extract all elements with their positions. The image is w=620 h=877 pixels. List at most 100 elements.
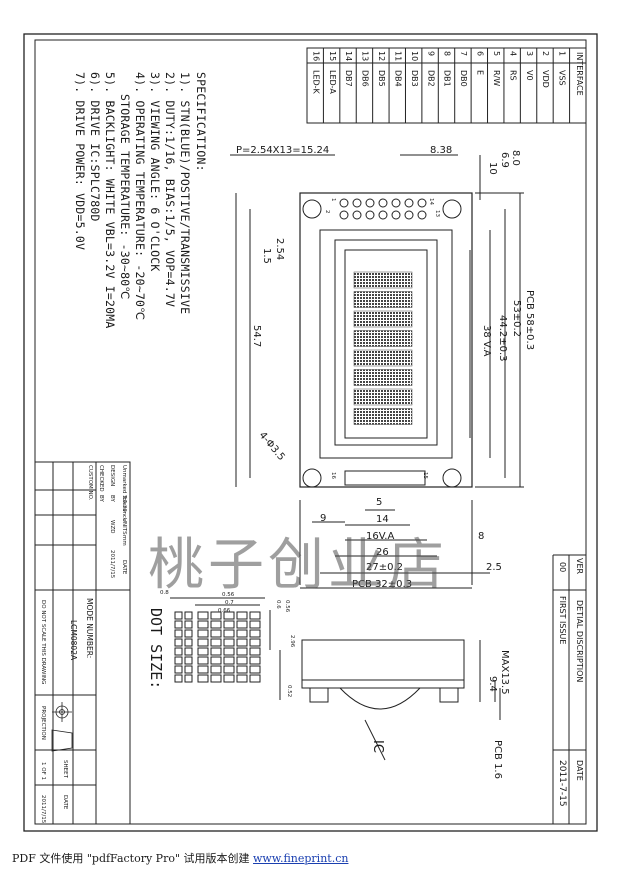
dim-38va: 38 V.A — [481, 325, 492, 357]
pin-number: 13 — [360, 51, 370, 62]
pin-number: 2 — [541, 51, 551, 57]
rev-col-desc: DETIAL DISCRIPTION — [575, 600, 584, 683]
pin-number: 14 — [344, 51, 354, 62]
pin-name: DB3 — [409, 70, 419, 87]
footer-link[interactable]: www.fineprint.cn — [253, 852, 349, 865]
pin-number: 9 — [426, 51, 436, 57]
watermark-text: 桃子创业店 — [148, 533, 448, 598]
dim-pcb32: PCB 32±0.3 — [352, 579, 413, 590]
pin-number: 8 — [442, 51, 452, 57]
spec-line: STORAGE TEMPERATURE: -30~80℃ — [118, 94, 132, 300]
tb-sheet: 1 OF 1 — [40, 762, 46, 780]
dim-max135: MAX13.5 — [499, 650, 510, 695]
pin-number: 10 — [409, 51, 419, 62]
pin-name: DB2 — [426, 70, 436, 87]
pin-16-label: 16 — [330, 472, 336, 479]
dim-pcb58: PCB 58±0.3 — [524, 290, 535, 351]
spec-line: 4). OPERATING TEMPERATURE: -20~70℃ — [133, 72, 147, 321]
tb-units: mm — [121, 535, 127, 546]
pin-name: DB6 — [360, 70, 370, 87]
tb-date2-label: DATE — [62, 795, 68, 810]
pdf-footer: PDF 文件使用 "pdfFactory Pro" 试用版本创建 www.fin… — [12, 850, 348, 866]
tb-custom-label: CUSTOM NO. — [87, 465, 93, 501]
rev-col-ver: VER — [575, 558, 584, 575]
pin-1-label: 1 — [330, 198, 336, 202]
pin-name: E — [475, 70, 485, 76]
pin-15-label: 15 — [422, 472, 428, 479]
dim-80: 8.0 — [510, 150, 521, 166]
dim-10: 10 — [487, 162, 498, 175]
dim-838: 8.38 — [430, 145, 453, 156]
pin-name: LED-K — [311, 70, 321, 94]
tb-note: DO NOT SCALE THIS DRAWING — [40, 600, 46, 685]
dot-296: 2.96 — [289, 635, 295, 648]
pin-number: 15 — [327, 51, 337, 62]
rev-ver: 00 — [558, 562, 567, 573]
pin-13-label: 13 — [434, 210, 440, 217]
interface-header: INTERFACE — [575, 52, 584, 96]
spec-line: 1). STN(BLUE)/POSTIVE/TRANSMISSIVE — [178, 72, 192, 315]
dim-25: 2.5 — [486, 562, 502, 573]
dim-8: 8 — [478, 531, 485, 542]
tb-design-date: 2011/7/15 — [109, 550, 115, 579]
dim-547: 54.7 — [251, 325, 262, 348]
rev-desc: FIRST ISSUE — [558, 596, 567, 645]
dim-16va: 16V.A — [366, 531, 395, 542]
pin-name: DB0 — [459, 70, 469, 87]
pin-name: LED-A — [327, 70, 337, 94]
dot-052: 0.52 — [286, 685, 292, 698]
pin-2-label: 2 — [324, 210, 330, 214]
spec-title: SPECIFICATION: — [194, 72, 208, 172]
tb-sheet-label: SHEET — [62, 760, 68, 778]
spec-line: 2). DUTY:1/16, BIAS:1/5, VOP=4.7V — [163, 72, 177, 308]
dim-254: 2.54 — [274, 238, 285, 261]
pin-number: 1 — [557, 51, 567, 57]
pin-name: DB1 — [442, 70, 452, 87]
dot-size-label: DOT SIZE: — [147, 608, 165, 690]
tb-model: LCM0802A — [69, 620, 78, 661]
tb-units-label: UNITS — [121, 518, 127, 535]
spec-line: 5). BACKLIGHT: WHITE VBL=3.2V I=20MA — [103, 72, 117, 329]
tb-checked-by: BY — [98, 495, 104, 502]
spec-line: 3). VIEWING ANGLE: 6 O'CLOCK — [148, 72, 162, 272]
pin-number: 11 — [393, 51, 403, 62]
tb-model-label: MODE NUMBER: — [85, 598, 94, 659]
dim-pitch: P=2.54X13=15.24 — [236, 145, 330, 156]
dot-08: 0.8 — [160, 590, 169, 596]
dot-07: 0.7 — [225, 600, 234, 606]
dim-14: 14 — [376, 514, 389, 525]
pin-number: 6 — [475, 51, 485, 57]
tb-date-label: DATE — [121, 560, 127, 575]
dim-53: 53±0.2 — [511, 300, 522, 338]
pin-number: 7 — [459, 51, 469, 57]
dim-27: 27±0.2 — [366, 562, 404, 573]
dim-9: 9 — [320, 513, 327, 524]
ic-label: IC — [370, 740, 385, 753]
spec-line: 6). DRIVE IC:SPLC780D — [88, 72, 102, 222]
dot-066: 0.66 — [218, 608, 231, 614]
footer-text: PDF 文件使用 "pdfFactory Pro" 试用版本创建 — [12, 852, 250, 865]
tb-projection: PROJECTION — [40, 706, 46, 740]
dot-06: 0.6 — [275, 600, 281, 609]
pin-name: VSS — [557, 70, 567, 86]
dim-69: 6.9 — [499, 152, 510, 168]
pin-number: 12 — [377, 51, 387, 62]
dim-26: 26 — [376, 547, 389, 558]
dim-94: 9.4 — [487, 676, 498, 692]
dim-442: 44.2±0.3 — [497, 315, 508, 362]
pin-name: DB4 — [393, 70, 403, 87]
tb-designer: WZD — [109, 520, 115, 534]
pin-number: 3 — [524, 51, 534, 57]
pin-name: RS — [508, 70, 518, 81]
spec-line: 7). DRIVE POWER: VDD=5.0V — [73, 72, 87, 251]
tb-checked-label: CHECKED — [98, 465, 104, 492]
pin-name: R/W — [491, 70, 501, 87]
dot-056: 0.56 — [222, 592, 235, 598]
rev-date: 2011-7-15 — [557, 760, 567, 807]
dot-056b: 0.56 — [284, 600, 290, 613]
pin-name: DB5 — [377, 70, 387, 87]
pin-name: VDD — [541, 70, 551, 88]
dim-pcb16: PCB 1.6 — [492, 740, 503, 779]
